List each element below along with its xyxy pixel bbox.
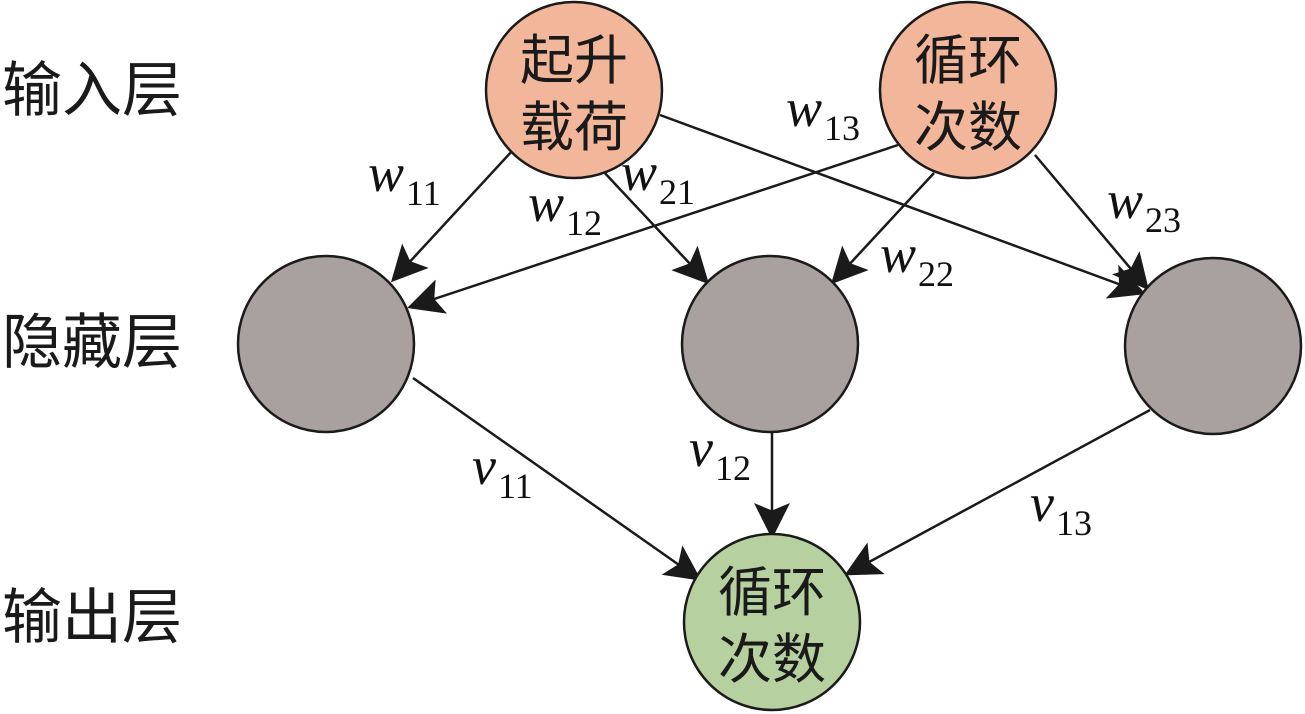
input-node-load-line2: 载荷	[520, 96, 628, 159]
weight-v12-sub: 12	[715, 448, 751, 488]
weight-label-w13: w13	[786, 78, 860, 148]
weight-label-v11: v11	[472, 436, 533, 506]
input-node-cycles: 循环 次数	[878, 0, 1058, 180]
edge-v11	[412, 376, 702, 581]
edge-w23	[1034, 154, 1149, 291]
hidden-node-1	[236, 254, 416, 434]
input-node-cycles-line2: 次数	[914, 96, 1022, 159]
weight-w11-symbol: w	[368, 143, 404, 203]
weight-v12-symbol: v	[689, 418, 713, 478]
edge-w22	[830, 172, 935, 285]
edge-w11	[390, 149, 514, 283]
input-node-load-circle	[484, 0, 664, 180]
output-node-cycles: 循环 次数	[682, 532, 862, 712]
weight-w23-sub: 23	[1145, 200, 1181, 240]
output-node-cycles-circle	[682, 532, 862, 712]
weight-label-v13: v13	[1030, 473, 1092, 543]
layer-label-hidden: 隐藏层	[2, 308, 182, 378]
weight-w23-symbol: w	[1107, 170, 1143, 230]
weight-w11-sub: 11	[406, 173, 441, 213]
weight-w12-symbol: w	[528, 173, 564, 233]
weight-w13-symbol: w	[786, 78, 822, 138]
input-node-cycles-circle	[878, 0, 1058, 180]
weight-w22-symbol: w	[880, 224, 916, 284]
weight-v11-symbol: v	[472, 436, 496, 496]
input-node-load: 起升 载荷	[484, 0, 664, 180]
layer-label-output: 输出层	[2, 583, 182, 653]
weight-w21-symbol: w	[621, 142, 657, 202]
weight-label-w11: w11	[368, 143, 441, 213]
weight-v13-symbol: v	[1030, 473, 1054, 533]
output-node-cycles-line2: 次数	[718, 628, 826, 691]
weight-label-w21: w21	[621, 142, 695, 212]
edge-v13	[844, 408, 1151, 576]
hidden-node-2	[680, 254, 860, 434]
hidden-node-3	[1123, 256, 1303, 436]
weight-label-v12: v12	[689, 418, 751, 488]
weight-w12-sub: 12	[566, 203, 602, 243]
layer-label-input: 输入层	[2, 56, 182, 126]
weight-w13-sub: 13	[824, 108, 860, 148]
weight-label-w12: w12	[528, 173, 602, 243]
input-node-load-line1: 起升	[520, 29, 628, 92]
edge-w12	[407, 143, 899, 314]
weight-label-w22: w22	[880, 224, 954, 294]
output-node-cycles-line1: 循环	[718, 561, 826, 624]
weight-v11-sub: 11	[498, 466, 533, 506]
weight-w22-sub: 22	[918, 254, 954, 294]
weight-w21-sub: 21	[659, 172, 695, 212]
input-node-cycles-line1: 循环	[914, 29, 1022, 92]
edge-w13	[659, 113, 1146, 299]
weight-label-w23: w23	[1107, 170, 1181, 240]
weight-v13-sub: 13	[1056, 503, 1092, 543]
